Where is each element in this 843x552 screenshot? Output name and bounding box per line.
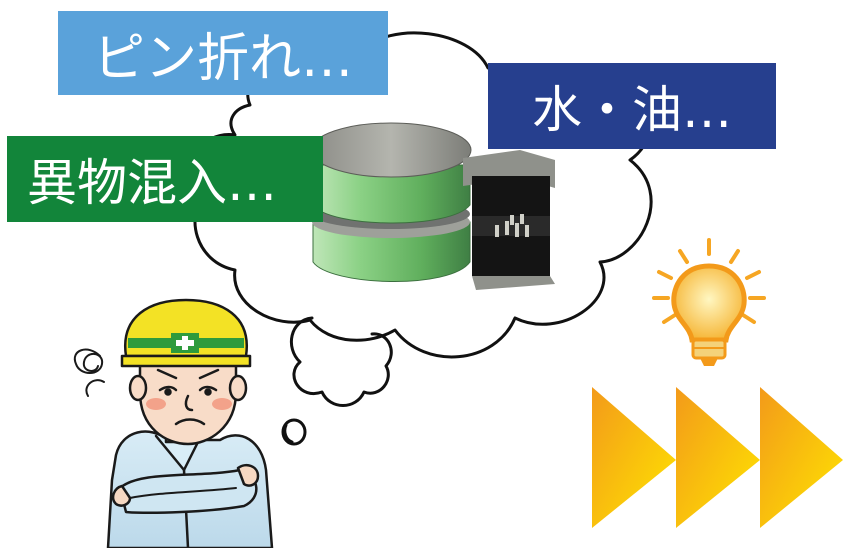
pin-broken-label-box (58, 11, 388, 95)
arrow-1 (592, 387, 676, 528)
pin-broken-label: ピン折れ… (92, 28, 353, 89)
fast-forward-arrows-icon (592, 387, 843, 528)
worried-worker-illustration (73, 298, 274, 550)
foreign-matter-label-box (7, 136, 323, 222)
foreign-matter-label: 異物混入… (27, 154, 277, 212)
rubber-bearing-part-illustration (310, 122, 555, 290)
water-oil-label-box (488, 63, 776, 149)
lightbulb-icon (652, 238, 766, 366)
arrow-3 (760, 387, 843, 528)
water-oil-label: 水・油… (532, 81, 732, 139)
arrow-2 (676, 387, 760, 528)
